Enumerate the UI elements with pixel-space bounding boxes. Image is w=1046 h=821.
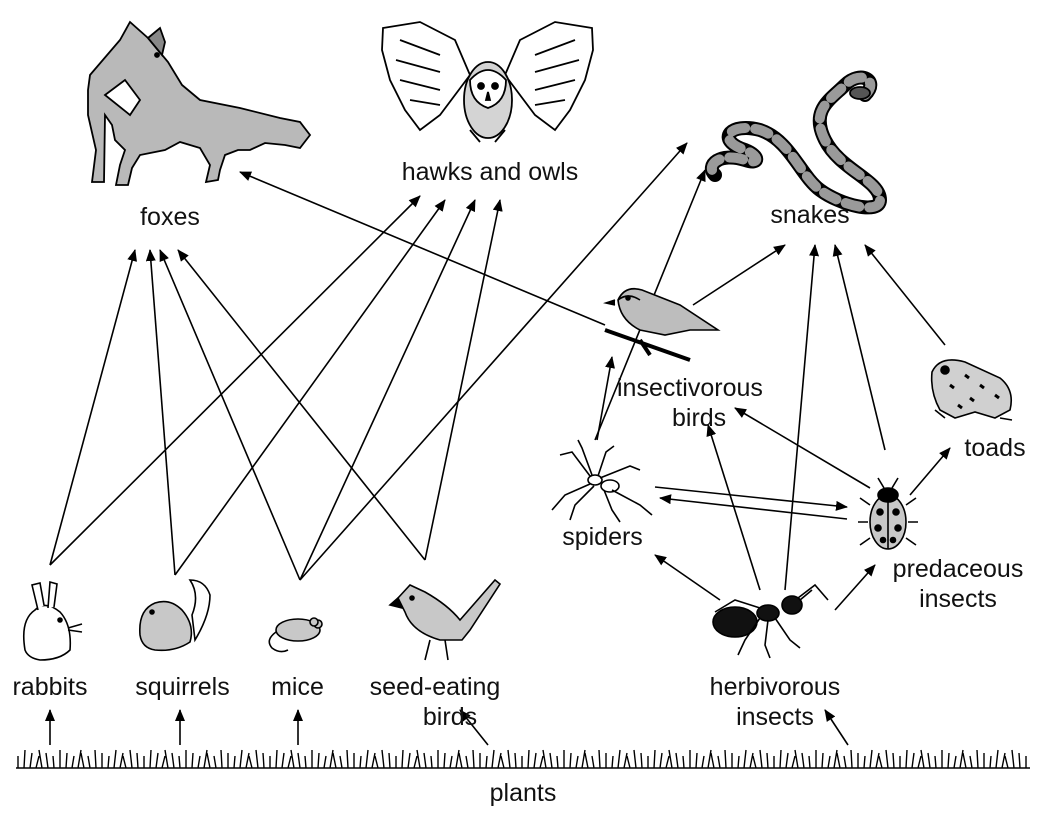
edge-herbinsects-spiders	[655, 555, 720, 600]
label-predaceous-insects-line1: predaceous	[883, 554, 1033, 584]
ant-illustration	[713, 585, 828, 658]
label-herbivorous-insects-line2: insects	[695, 702, 855, 732]
spider-illustration	[552, 440, 652, 522]
edge-insectbirds-foxes	[240, 172, 605, 325]
edges-group	[50, 143, 950, 745]
edge-toads-snakes	[865, 245, 945, 345]
label-herbivorous-insects-line1: herbivorous	[695, 672, 855, 702]
label-squirrels: squirrels	[125, 672, 240, 702]
squirrel-illustration	[140, 580, 210, 650]
edge-herbinsects-predinsects	[835, 565, 875, 610]
edge-seedbirds-foxes	[178, 250, 425, 560]
label-seed-eating-birds-line2: birds	[355, 702, 515, 732]
edge-squirrels-foxes	[150, 250, 175, 575]
snake-illustration	[712, 78, 880, 208]
edge-spiders-predinsects	[655, 487, 847, 507]
label-foxes: foxes	[120, 202, 220, 232]
toad-illustration	[932, 360, 1012, 420]
label-insectivorous-birds: insectivorous birds	[617, 373, 787, 433]
edge-mice-snakes	[300, 143, 687, 580]
edge-herbinsects-snakes	[785, 245, 815, 590]
label-toads: toads	[955, 433, 1035, 463]
owl-illustration	[382, 22, 593, 142]
edge-insectbirds-snakes	[693, 245, 785, 305]
label-rabbits: rabbits	[5, 672, 95, 702]
edge-mice-hawks	[300, 200, 475, 580]
label-spiders: spiders	[550, 522, 655, 552]
edge-predinsects-snakes	[835, 245, 885, 450]
label-hawks-and-owls: hawks and owls	[385, 157, 595, 187]
mouse-illustration	[269, 618, 322, 652]
edge-predinsects-toads	[910, 448, 950, 495]
edge-predinsects-spiders	[660, 498, 847, 519]
label-insectivorous-birds-line1: insectivorous	[617, 373, 787, 403]
edge-rabbits-foxes	[50, 250, 135, 565]
label-seed-eating-birds-line1: seed-eating	[355, 672, 515, 702]
ladybug-illustration	[858, 478, 918, 549]
label-snakes: snakes	[755, 200, 865, 230]
edge-spiders-insectbirds	[597, 357, 612, 440]
cardinal-illustration	[390, 580, 500, 660]
label-insectivorous-birds-line2: birds	[617, 403, 787, 433]
label-predaceous-insects: predaceous insects	[883, 554, 1033, 614]
fox-illustration	[88, 22, 310, 185]
label-mice: mice	[265, 672, 330, 702]
label-herbivorous-insects: herbivorous insects	[695, 672, 855, 732]
edge-herbinsects-insectbirds	[708, 425, 760, 590]
label-seed-eating-birds: seed-eating birds	[355, 672, 515, 732]
edge-squirrels-hawks	[175, 200, 445, 575]
edge-rabbits-hawks	[50, 196, 420, 565]
rabbit-illustration	[24, 582, 82, 660]
label-predaceous-insects-line2: insects	[883, 584, 1033, 614]
label-plants: plants	[478, 778, 568, 808]
edge-mice-foxes	[160, 250, 300, 580]
grass-illustration	[16, 750, 1030, 768]
